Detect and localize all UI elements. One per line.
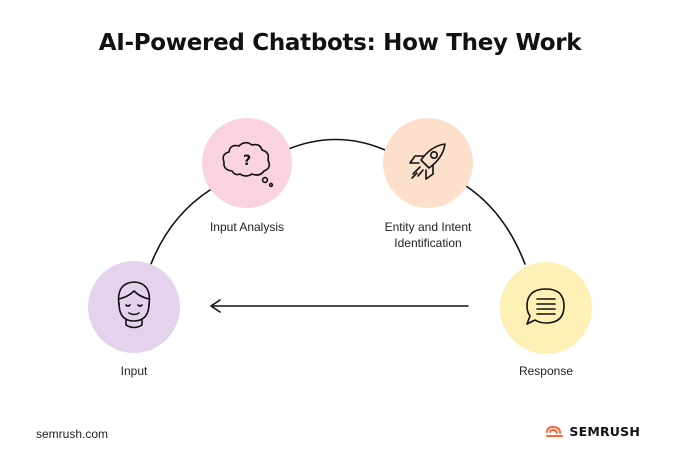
node-input-analysis: ? [202,118,292,208]
connector-analysis-to-entity [285,138,386,151]
rocket-icon [409,143,446,180]
person-face-icon [117,281,151,329]
node-entity-intent [383,118,473,208]
chat-bubble-lines-icon [526,288,565,325]
svg-text:?: ? [243,153,251,169]
node-input-label: Input [120,364,148,378]
node-input [88,261,180,353]
node-response [500,262,592,354]
node-response-label: Response [518,364,574,378]
brand-name: SEMRUSH [569,424,640,439]
arrowhead [210,299,221,313]
diagram-title: AI-Powered Chatbots: How They Work [98,30,582,56]
connector-input-to-analysis [150,189,211,265]
connector-entity-to-response [465,185,526,265]
node-input-analysis-label: Input Analysis [209,220,285,234]
semrush-flame-icon [546,425,564,437]
website-link[interactable]: semrush.com [36,427,109,441]
thought-bubble-question-icon: ? [222,141,274,188]
node-entity-intent-label: Entity and Intent Identification [384,220,472,250]
semrush-logo: SEMRUSH [545,424,640,439]
